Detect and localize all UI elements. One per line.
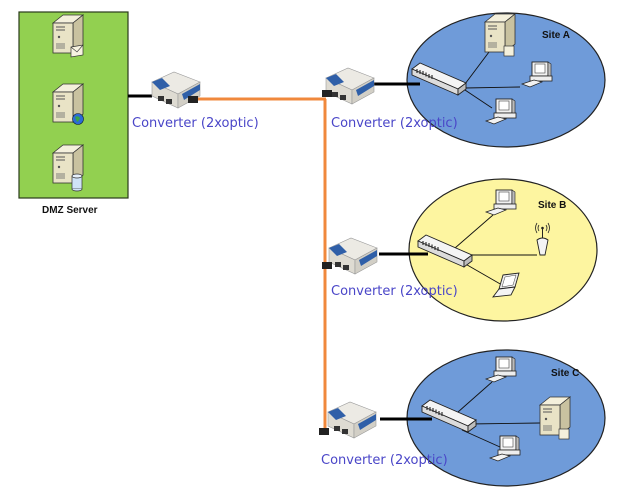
site-c-server-icon[interactable] bbox=[539, 396, 571, 440]
media-converter-4-icon[interactable] bbox=[319, 401, 377, 439]
link-site-a-desktop-1 bbox=[464, 86, 521, 89]
site-c-label: Site C bbox=[551, 368, 580, 379]
media-converter-2-icon[interactable] bbox=[322, 67, 375, 105]
site-b-wireless-ap-icon[interactable] bbox=[535, 222, 550, 256]
link-site-a-desktop-2 bbox=[464, 89, 493, 109]
web-server-icon bbox=[52, 83, 84, 125]
database-server-icon bbox=[52, 144, 84, 192]
dmz-label: DMZ Server bbox=[42, 205, 98, 216]
site-b-laptop-icon[interactable] bbox=[492, 272, 520, 298]
site-b-label: Site B bbox=[538, 200, 567, 211]
link-site-b-desktop bbox=[454, 214, 494, 249]
link-site-b-laptop bbox=[461, 261, 503, 286]
converter-3-label: Converter (2xoptic) bbox=[331, 284, 458, 299]
converter-1-label: Converter (2xoptic) bbox=[132, 116, 259, 131]
media-converter-1-icon[interactable] bbox=[151, 71, 201, 109]
site-a-zone bbox=[406, 12, 606, 148]
converter-4-label: Converter (2xoptic) bbox=[321, 453, 448, 468]
converter-2-label: Converter (2xoptic) bbox=[331, 116, 458, 131]
link-site-c-server bbox=[467, 422, 541, 425]
site-a-server-icon[interactable] bbox=[484, 13, 516, 57]
link-site-c-desktop-1 bbox=[457, 381, 493, 413]
site-a-label: Site A bbox=[542, 30, 570, 41]
link-site-a-server bbox=[464, 47, 493, 85]
media-converter-3-icon[interactable] bbox=[322, 237, 378, 275]
link-site-c-desktop-2 bbox=[461, 429, 501, 448]
site-b-zone bbox=[408, 178, 598, 322]
mail-server-icon bbox=[52, 14, 84, 58]
